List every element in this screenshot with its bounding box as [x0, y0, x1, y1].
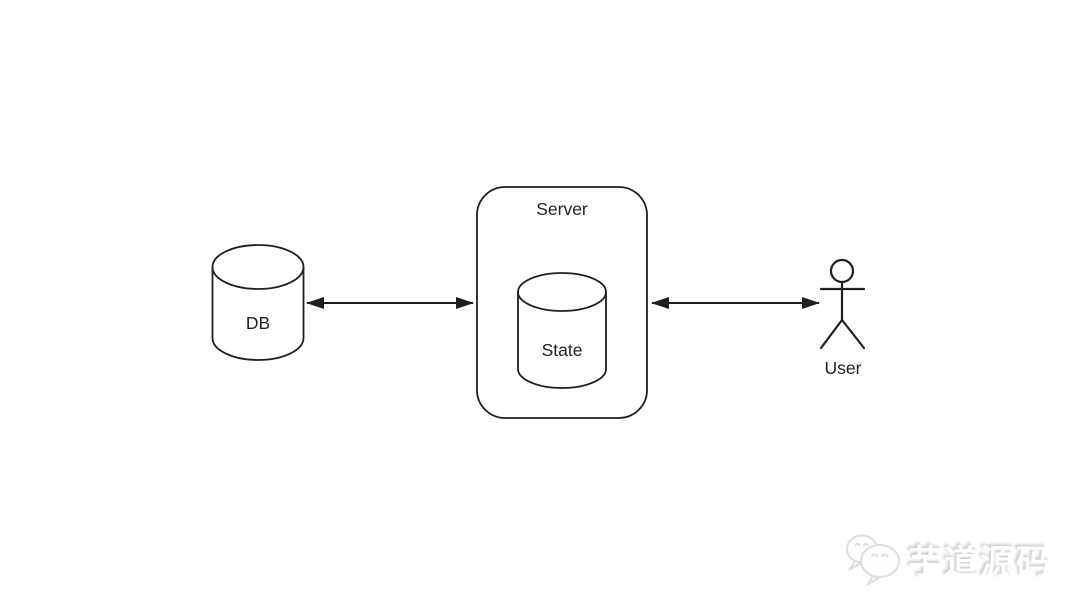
user-actor: User [819, 258, 866, 378]
state-label: State [542, 340, 583, 360]
state-node: State [517, 272, 607, 389]
actor-leg-right [840, 318, 866, 350]
server-label: Server [536, 199, 588, 219]
db-label: DB [246, 313, 270, 333]
user-label: User [825, 358, 862, 378]
actor-leg-left [819, 318, 844, 350]
db-node: DB [211, 244, 305, 361]
actor-head [829, 258, 855, 284]
